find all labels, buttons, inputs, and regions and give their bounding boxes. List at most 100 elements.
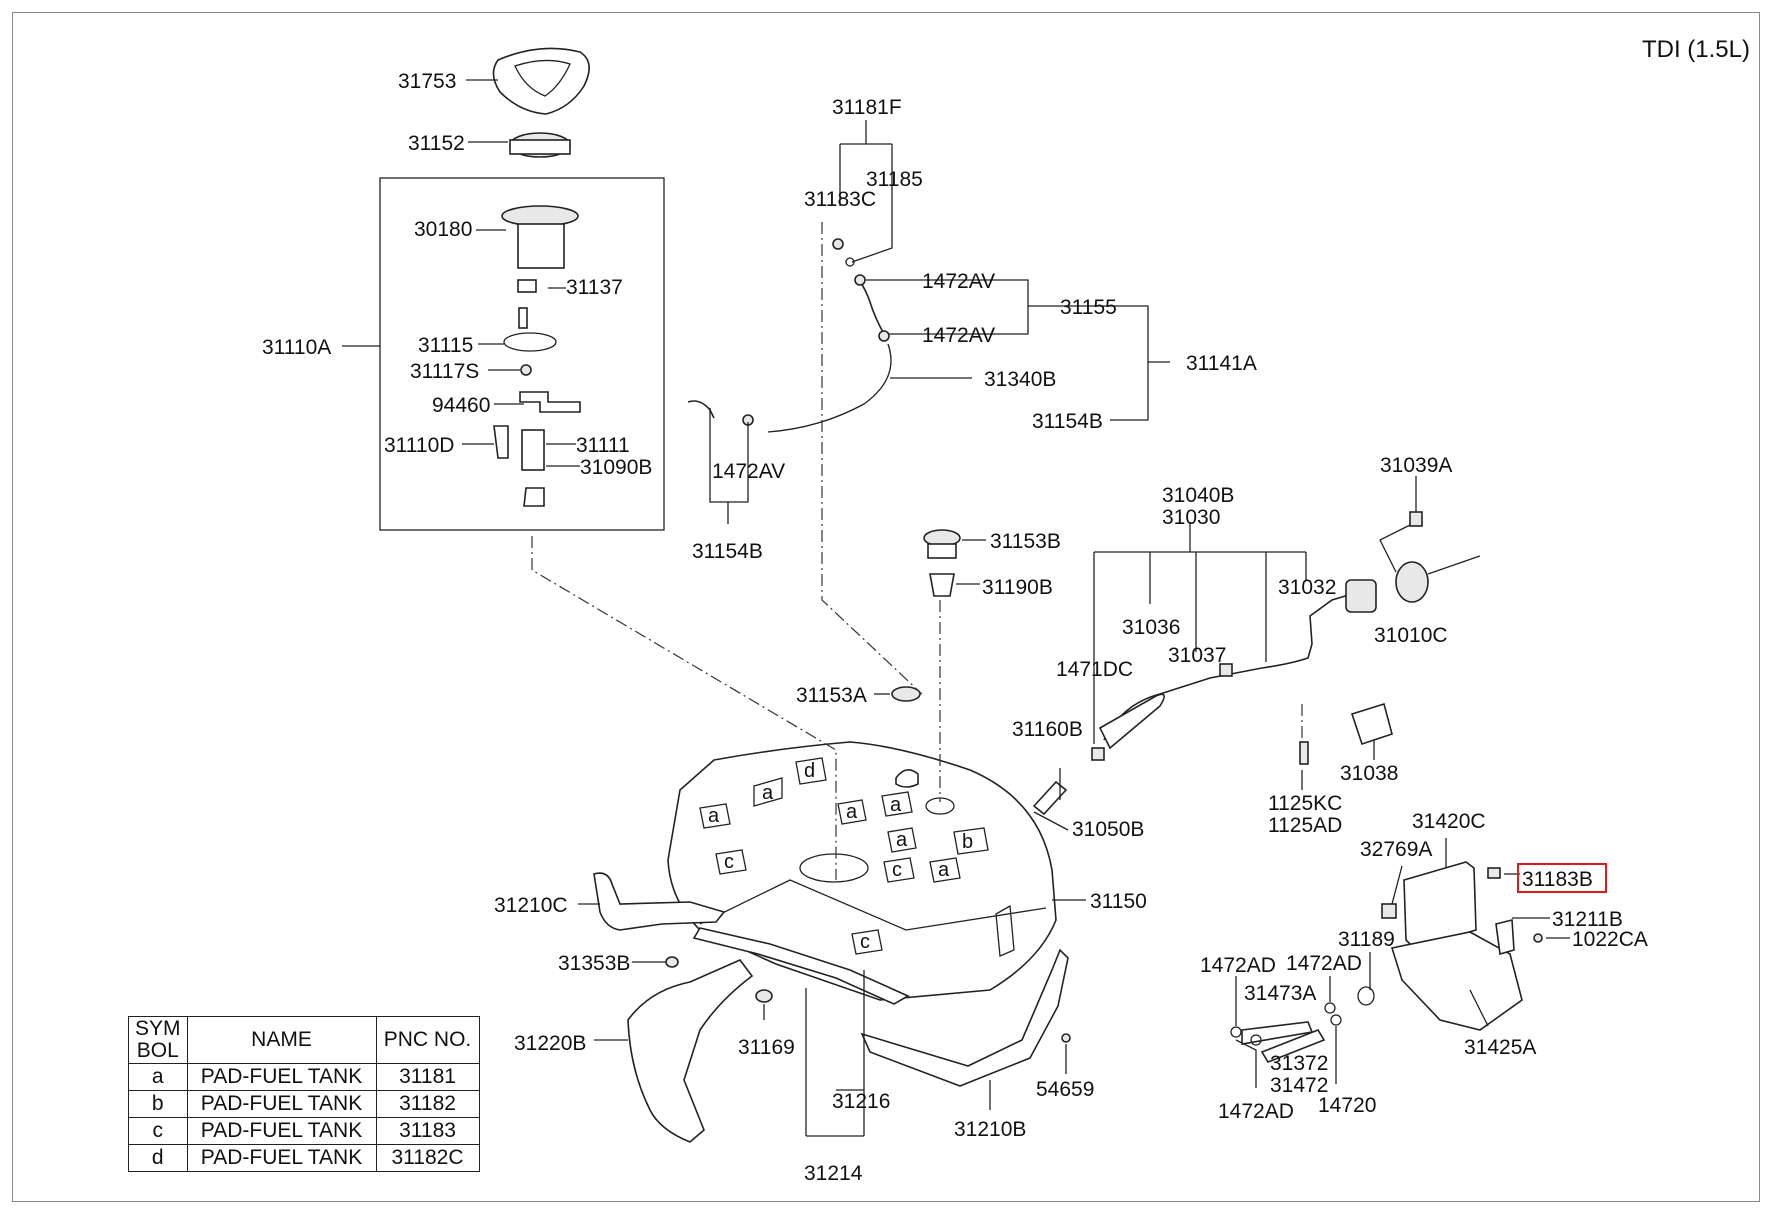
- nut-54659-icon: [1061, 1033, 1071, 1043]
- label-31117S: 31117S: [410, 360, 479, 383]
- label-31372: 31372: [1270, 1052, 1328, 1075]
- label-1472AD-1: 1472AD: [1200, 954, 1276, 977]
- tank-seam-icon: [699, 879, 1047, 931]
- band-31210b-icon: [860, 948, 1069, 1087]
- part-labels: 31753 31152 30180 31137 31110A 31115 311…: [262, 70, 1648, 1185]
- grommet-31169-icon: [755, 989, 773, 1003]
- vent-line-31340b-icon: [767, 343, 892, 433]
- fuel-pump-group: [379, 47, 665, 531]
- label-31154B-1: 31154B: [1032, 410, 1103, 433]
- pump-opening-icon: [799, 853, 869, 883]
- grommet-31153a-icon: [891, 686, 921, 702]
- bracket-94460-icon: [519, 391, 581, 413]
- legend-pnc: 31181: [375, 1063, 480, 1091]
- tube-icon: [518, 307, 528, 329]
- label-31169: 31169: [738, 1036, 795, 1059]
- pad-a-2-label: a: [708, 805, 720, 827]
- label-31210B: 31210B: [954, 1118, 1026, 1141]
- pad-a-3-icon: [837, 799, 867, 825]
- clip-31117s-icon: [520, 364, 532, 376]
- label-31038-icon: [1350, 702, 1393, 746]
- label-30180: 30180: [414, 218, 472, 241]
- legend-pnc: 31182: [375, 1090, 480, 1118]
- legend-header-symbol: SYM BOL: [128, 1016, 188, 1064]
- bolt-1125kc-icon: [1299, 741, 1309, 765]
- label-31220B: 31220B: [514, 1032, 586, 1055]
- hose-31372-icon: [1260, 1029, 1326, 1063]
- holder-31110d-icon: [493, 425, 509, 459]
- legend-symbol: c: [128, 1117, 188, 1145]
- tank-strap-slot-icon: [995, 904, 1015, 957]
- label-31155: 31155: [1060, 296, 1117, 319]
- label-31040B: 31040B: [1162, 484, 1234, 507]
- label-31185: 31185: [866, 168, 923, 191]
- vent-hose-group: [687, 238, 892, 433]
- label-31152: 31152: [408, 132, 465, 155]
- pad-a-6-label: a: [938, 859, 950, 881]
- clamp-31037-icon: [1219, 663, 1233, 677]
- legend-symbol: b: [128, 1090, 188, 1118]
- label-31183C: 31183C: [804, 188, 876, 211]
- label-31150: 31150: [1090, 890, 1147, 913]
- label-31010C: 31010C: [1374, 624, 1448, 647]
- o-ring-31115-icon: [503, 332, 557, 352]
- label-1472AV-3: 1472AV: [712, 460, 785, 483]
- table-row: a PAD-FUEL TANK 31181: [128, 1063, 480, 1091]
- pad-a-5-label: a: [896, 829, 908, 851]
- nut-1022ca-icon: [1533, 933, 1543, 943]
- label-31160B: 31160B: [1012, 718, 1083, 741]
- label-31425A: 31425A: [1464, 1036, 1536, 1059]
- filter-31137-icon: [517, 279, 537, 293]
- label-31211B: 31211B: [1552, 908, 1623, 931]
- label-31210C: 31210C: [494, 894, 568, 917]
- label-31110A: 31110A: [262, 336, 331, 359]
- label-31472: 31472: [1270, 1074, 1328, 1097]
- pump-flange-30180-icon: [501, 205, 579, 227]
- label-31030: 31030: [1162, 506, 1220, 529]
- table-row: b PAD-FUEL TANK 31182: [128, 1090, 480, 1118]
- label-31032: 31032: [1278, 576, 1336, 599]
- pad-c-3-label: c: [860, 931, 870, 953]
- label-31189: 31189: [1338, 928, 1395, 951]
- filler-neck-group: [1021, 511, 1481, 835]
- pump-assembly-box: [379, 177, 665, 531]
- canister-31420c-icon: [1403, 861, 1477, 949]
- label-31190B: 31190B: [982, 576, 1053, 599]
- hose-31050b-icon: [1032, 780, 1068, 816]
- guard-31220b-icon: [627, 959, 754, 1143]
- label-31111: 31111: [576, 434, 630, 457]
- pad-a-1-icon: [753, 777, 783, 807]
- pad-a-3-label: a: [846, 801, 858, 823]
- pad-a-6-icon: [929, 857, 961, 883]
- grommet-31185-icon: [845, 257, 855, 267]
- cover-31753-icon: [492, 47, 590, 115]
- label-31340B: 31340B: [984, 368, 1056, 391]
- pad-b-icon: [953, 827, 989, 855]
- label-1472AD-3: 1472AD: [1218, 1100, 1294, 1123]
- canister-group: [1230, 861, 1543, 1063]
- label-1022CA: 1022CA: [1572, 928, 1648, 951]
- label-31141A: 31141A: [1186, 352, 1257, 375]
- sender-31090b-icon: [523, 487, 545, 507]
- label-1125KC: 1125KC: [1268, 792, 1342, 815]
- pad-a-4-icon: [881, 791, 913, 817]
- label-31039A: 31039A: [1380, 454, 1452, 477]
- label-31036: 31036: [1122, 616, 1180, 639]
- bolt-31039a-icon: [1409, 511, 1423, 527]
- pad-c-3-icon: [851, 929, 883, 955]
- filler-neck-31032-icon: [1345, 579, 1377, 613]
- pad-a-5-icon: [887, 827, 917, 853]
- label-31183B: 31183B: [1522, 868, 1593, 891]
- fuel-cap-31010c-icon: [1395, 561, 1429, 603]
- label-1472AD-2: 1472AD: [1286, 952, 1362, 975]
- clamp-1471dc-icon: [1091, 747, 1105, 761]
- pad-c-2-icon: [883, 857, 915, 883]
- pad-a-1-label: a: [762, 782, 774, 804]
- legend-pnc: 31182C: [375, 1144, 480, 1172]
- legend-header-name: NAME: [186, 1016, 377, 1064]
- legend-name: PAD-FUEL TANK: [186, 1117, 377, 1145]
- label-31214: 31214: [804, 1162, 863, 1185]
- pad-a-4-label: a: [890, 794, 902, 816]
- vent-nozzle-icon: [895, 769, 919, 788]
